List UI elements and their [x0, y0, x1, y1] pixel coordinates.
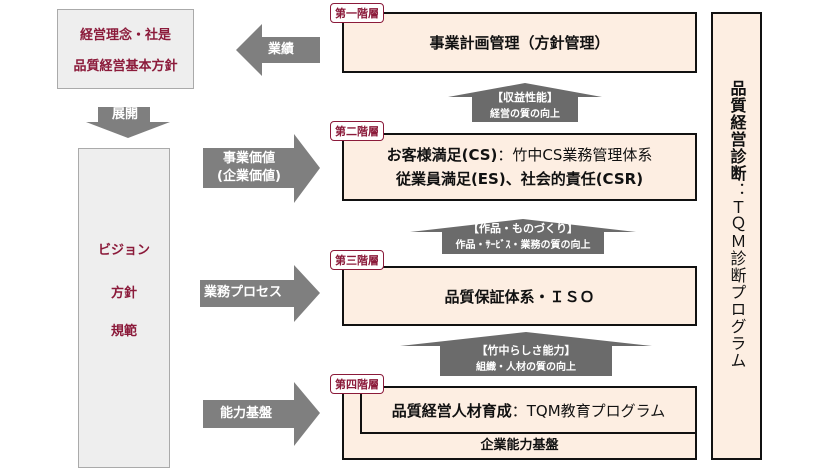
- product-sub: 作品・ｻｰﾋﾞｽ・業務の質の向上: [455, 240, 591, 251]
- revenue-arrow-label: 【収益性能】 経営の質の向上: [448, 89, 602, 120]
- capability-arrow: [203, 382, 320, 446]
- ability-sub: 組織・人材の質の向上: [476, 362, 576, 373]
- value-label: 事業価値 (企業価値): [205, 150, 293, 186]
- value-arrow: [203, 134, 320, 203]
- tqm-education: ：TQM教育プログラム: [511, 401, 666, 420]
- value-line2: (企業価値): [217, 169, 281, 184]
- product-arrow-label: 【作品・ものづくり】 作品・ｻｰﾋﾞｽ・業務の質の向上: [410, 220, 636, 251]
- revenue-sub: 経営の質の向上: [490, 109, 560, 120]
- ability-up-arrow: [400, 332, 652, 376]
- layer-3-text: 品質保証体系・ＩＳＯ: [444, 287, 595, 306]
- value-line1: 事業価値: [222, 151, 275, 166]
- ability-arrow-label: 【竹中らしさ能力】 組織・人材の質の向上: [400, 342, 652, 373]
- process-arrow: [200, 265, 320, 322]
- hr-development-box: 品質経営人材育成：TQM教育プログラム: [360, 388, 695, 434]
- deploy-label: 展開: [112, 107, 139, 122]
- layer-2-box: お客様満足(CS)：竹中CS業務管理体系 従業員満足(ES)、社会的責任(CSR…: [342, 133, 697, 201]
- results-label: 業績: [268, 42, 295, 57]
- process-label: 業務プロセス: [204, 285, 283, 300]
- es-csr-text: 従業員満足(ES)、社会的責任(CSR): [395, 170, 644, 188]
- diagnosis-program: ：ＴＱＭ診断プログラム: [727, 182, 747, 369]
- philosophy-text: 経営理念・社是: [79, 28, 171, 43]
- product-up-arrow: [410, 219, 636, 254]
- cs-system: ：竹中CS業務管理体系: [497, 146, 653, 164]
- layer-1-box: 事業計画管理（方針管理）: [342, 12, 697, 73]
- results-arrow: [236, 24, 320, 76]
- layer-3-tag: 第三階層: [330, 250, 384, 270]
- product-title: 【作品・ものづくり】: [468, 222, 578, 235]
- diagnosis-title: 品質経営診断: [727, 80, 747, 182]
- layer-4-box: 品質経営人材育成：TQM教育プログラム 企業能力基盤: [342, 386, 697, 460]
- quality-policy-text: 品質経営基本方針: [73, 59, 178, 74]
- philosophy-box: 経営理念・社是 品質経営基本方針: [57, 9, 194, 89]
- vision-item: ビジョン: [97, 243, 150, 258]
- vision-item: 方針: [110, 286, 137, 301]
- capability-label: 能力基盤: [220, 406, 273, 421]
- layer-2-tag: 第二階層: [330, 121, 384, 141]
- layer-4-tag: 第四階層: [330, 374, 384, 394]
- vision-item: 規範: [110, 324, 137, 339]
- corporate-base-text: 企業能力基盤: [480, 438, 559, 453]
- layer-1-text: 事業計画管理（方針管理）: [429, 34, 610, 52]
- hr-label: 品質経営人材育成: [391, 401, 512, 420]
- cs-label: お客様満足(CS): [386, 146, 498, 164]
- revenue-title: 【収益性能】: [492, 91, 558, 104]
- diagnosis-box: 品質経営診断：ＴＱＭ診断プログラム: [711, 12, 762, 460]
- layer-3-box: 品質保証体系・ＩＳＯ: [342, 266, 697, 326]
- ability-title: 【竹中らしさ能力】: [476, 344, 576, 357]
- revenue-up-arrow: [448, 83, 602, 122]
- layer-1-tag: 第一階層: [330, 3, 384, 23]
- deploy-arrow: [86, 107, 170, 138]
- vision-box: ビジョン 方針 規範: [78, 148, 170, 468]
